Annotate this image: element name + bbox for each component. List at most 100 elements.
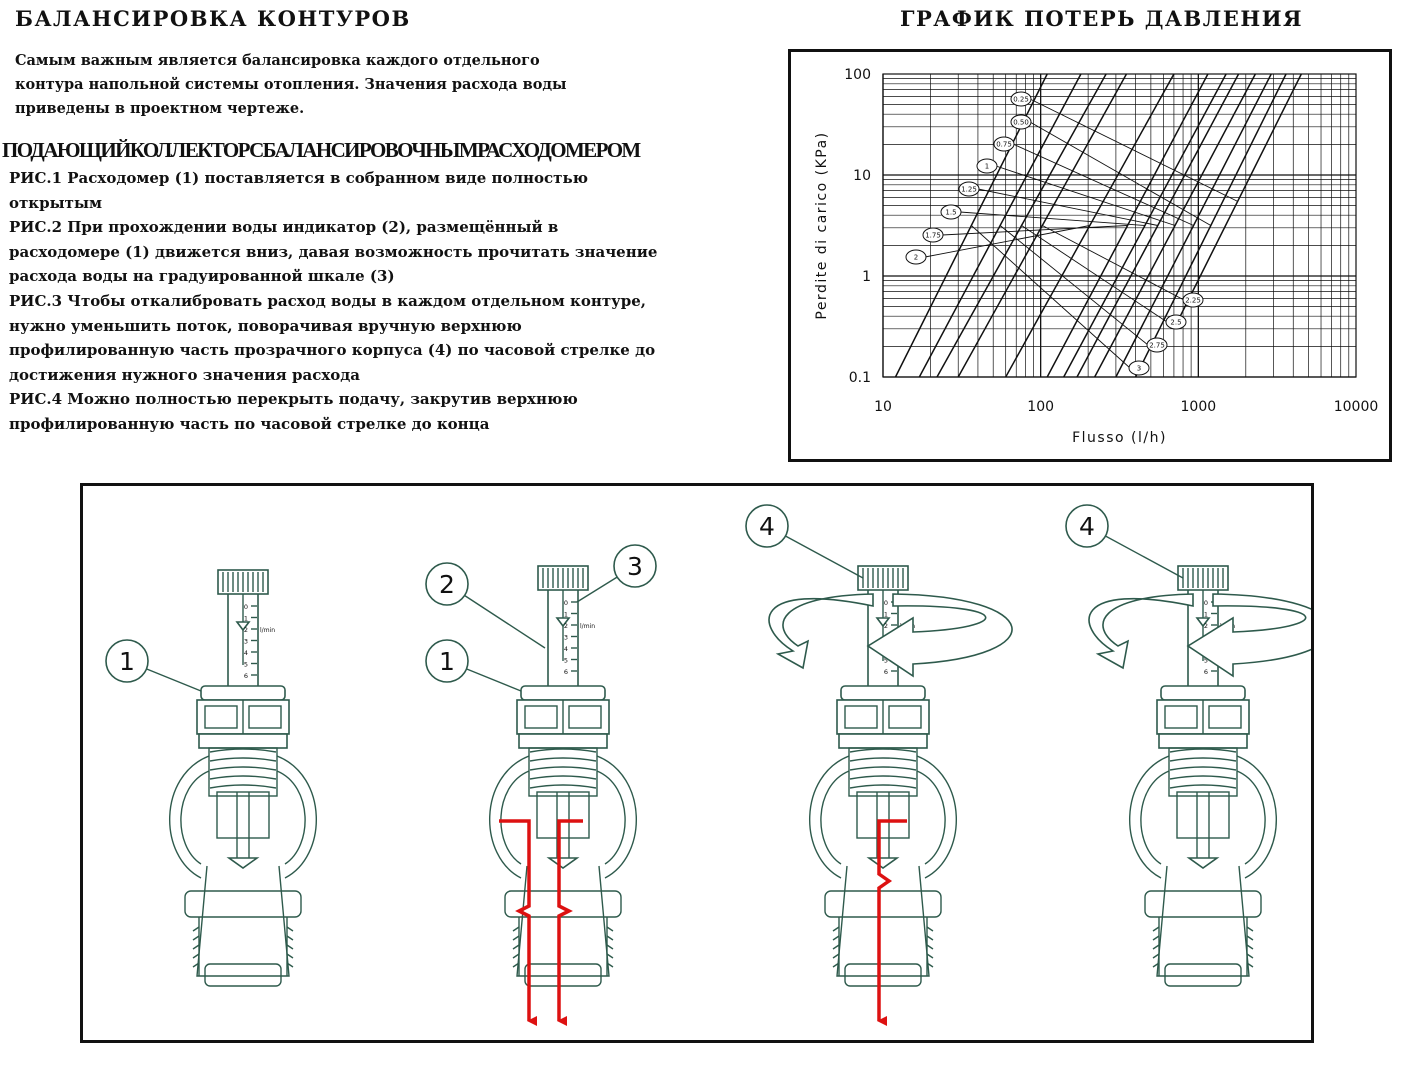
tag-label: 0.75 <box>996 141 1012 149</box>
left-title: БАЛАНСИРОВКА КОНТУРОВ <box>15 6 411 31</box>
tag-leader <box>977 188 1158 226</box>
tag-label: 1.5 <box>945 209 956 217</box>
callout-4-fig4-label: 4 <box>1079 512 1095 541</box>
valve-plug <box>226 857 260 869</box>
nut-face-r <box>248 705 282 729</box>
tag-label: 3 <box>1137 365 1141 373</box>
callout-4-fig4-circle <box>1065 504 1109 548</box>
outlet-thread <box>512 953 614 959</box>
x-tick-label: 10000 <box>1334 399 1379 415</box>
thread-line <box>209 784 277 789</box>
nut-top <box>1160 685 1246 701</box>
threaded-body <box>1168 747 1238 797</box>
lower-body <box>836 865 930 977</box>
outlet-sides <box>518 917 608 976</box>
tag-leader <box>999 225 1149 346</box>
thread-ring <box>838 733 928 749</box>
scale-number: 3 <box>564 634 568 642</box>
scale-unit: l/min <box>260 627 275 634</box>
nut-face-l <box>524 705 558 729</box>
tag-leader <box>1029 121 1212 226</box>
tag-label: 1.75 <box>925 232 941 240</box>
rotation-arrow-left <box>768 593 874 670</box>
body-ring <box>489 755 637 879</box>
body-collar <box>1144 890 1262 918</box>
outlet-ring <box>524 963 602 987</box>
nut-top <box>520 685 606 701</box>
threaded-body <box>208 747 278 797</box>
thread-line <box>209 775 277 780</box>
thread-line <box>1169 775 1237 780</box>
body-ring-inner <box>1140 770 1266 865</box>
scale-number: 3 <box>244 638 248 646</box>
rotation-arrow-left <box>1088 593 1194 670</box>
tag-label: 1.25 <box>961 186 977 194</box>
step-1: РИС.1 Расходомер (1) поставляется в собр… <box>9 169 589 212</box>
tag-label: 2.5 <box>1170 319 1181 327</box>
tag-label: 2.25 <box>1185 297 1201 305</box>
rotation-arrow-right <box>866 593 1013 678</box>
tag-leader <box>971 225 1131 369</box>
steps-list: РИС.1 Расходомер (1) поставляется в собр… <box>9 166 669 437</box>
outlet-thread <box>192 953 294 959</box>
thread-line <box>1169 748 1237 753</box>
outlet-thread <box>192 926 294 932</box>
tag-leader <box>1029 98 1238 202</box>
indicator <box>555 617 571 628</box>
scale-number: 2 <box>1204 622 1208 630</box>
scale-number: 6 <box>564 668 568 676</box>
scale-number: 1 <box>564 611 568 619</box>
chart-title: ГРАФИК ПОТЕРЬ ДАВЛЕНИЯ <box>900 6 1304 31</box>
tag-ellipse <box>958 181 980 197</box>
callout-2-label: 2 <box>439 570 455 599</box>
scale-number: 0 <box>884 599 888 607</box>
section-subheading: ПОДАЮЩИЙКОЛЛЕКТОРСБАЛАНСИРОВОЧНЫМРАСХОДО… <box>2 138 641 162</box>
rotation-arrows <box>768 593 1311 678</box>
outlet-thread <box>512 962 614 968</box>
chart-grid <box>882 73 1357 378</box>
scale-number: 5 <box>564 657 568 665</box>
thread-line <box>849 784 917 789</box>
thread-ring <box>518 733 608 749</box>
figures-panel: 0123456l/min0123456l/min0123456l/min0123… <box>80 483 1314 1043</box>
scale-number: 6 <box>244 672 248 680</box>
scale-number: 4 <box>244 649 248 657</box>
y-tick-label: 1 <box>862 269 871 285</box>
flow-arrow-left <box>499 819 537 1026</box>
scale-number: 2 <box>564 622 568 630</box>
outlet-thread <box>512 926 614 932</box>
y-tick-label: 0.1 <box>849 370 871 386</box>
tag-label: 0.25 <box>1013 96 1029 104</box>
callout-3-circle <box>613 544 657 588</box>
body-ring-inner <box>820 770 946 865</box>
flow-arrow-reduced <box>877 819 907 1026</box>
scale-number: 5 <box>884 657 888 665</box>
nut-top <box>840 685 926 701</box>
step-2: РИС.2 При прохождении воды индикатор (2)… <box>9 218 658 286</box>
y-tick-label: 100 <box>844 67 871 83</box>
tag-leader <box>1012 143 1194 226</box>
scale-number: 0 <box>1204 599 1208 607</box>
indicator <box>235 621 251 632</box>
tag-leader <box>1021 225 1168 323</box>
nut-face-r <box>888 705 922 729</box>
indicator <box>875 617 891 628</box>
tag-leader <box>995 165 1176 226</box>
lower-body <box>516 865 610 977</box>
scale-number: 1 <box>244 615 248 623</box>
thread-line <box>849 748 917 753</box>
y-axis-label: Perdite di carico (KPa) <box>814 131 830 319</box>
tag-ellipse <box>1010 114 1032 130</box>
body-ring <box>169 755 317 879</box>
tag-ellipse <box>905 249 927 265</box>
valve-plug <box>866 857 900 869</box>
tag-ellipse <box>976 158 998 174</box>
tag-ellipse <box>993 136 1015 152</box>
scale-number: 2 <box>884 622 888 630</box>
tag-leader <box>941 225 1128 236</box>
series-line <box>1134 73 1287 378</box>
